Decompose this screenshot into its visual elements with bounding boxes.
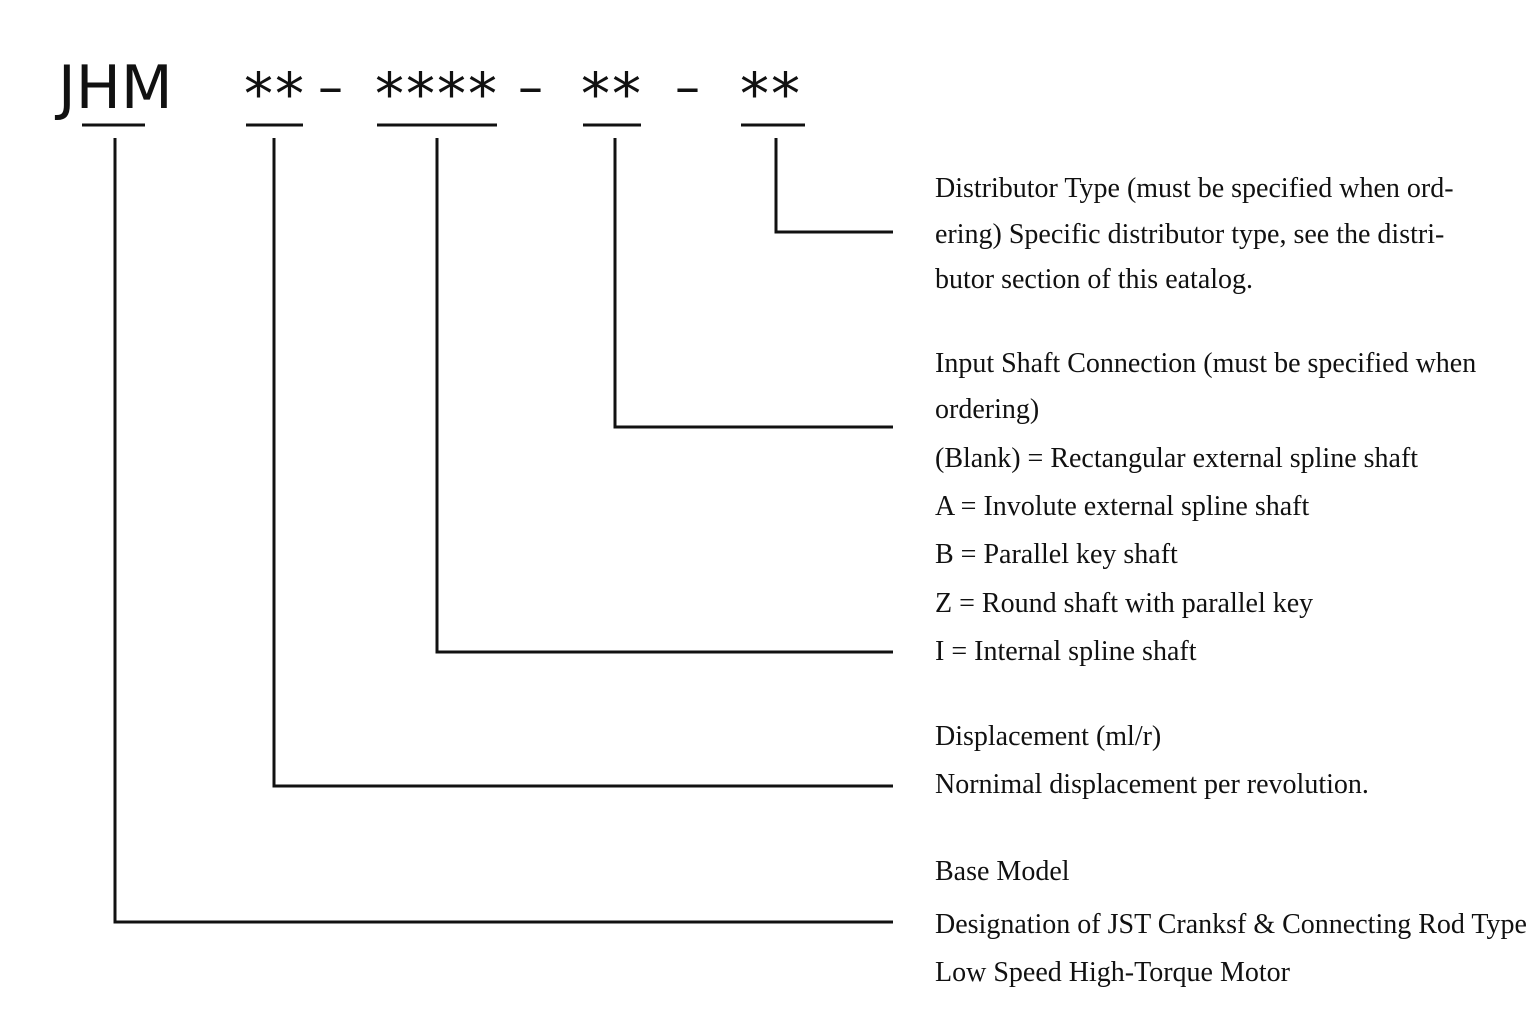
leader-shaft	[435, 138, 893, 654]
leader-input	[613, 138, 893, 429]
input-shaft-line: A = Involute external spline shaft	[935, 491, 1310, 522]
code-base: JHM	[58, 53, 173, 123]
base-model-line: Base Model	[935, 856, 1070, 887]
code-distributor: **	[740, 60, 802, 128]
input-shaft-line: Z = Round shaft with parallel key	[935, 588, 1314, 619]
distributor-line: ering) Specific distributor type, see th…	[935, 219, 1445, 250]
base-model-line: Designation of JST Cranksf & Connecting …	[935, 909, 1527, 940]
leader-distributor	[774, 138, 893, 234]
displacement-line: Displacement (ml/r)	[935, 721, 1162, 752]
code-displacement: **	[244, 60, 306, 128]
base-model-line: Low Speed High-Torque Motor	[935, 957, 1290, 988]
input-shaft-line: B = Parallel key shaft	[935, 539, 1178, 570]
input-shaft-line: Input Shaft Connection (must be specifie…	[935, 348, 1477, 379]
separator: –	[318, 58, 343, 116]
leader-displacement	[272, 138, 893, 788]
displacement-line: Nornimal displacement per revolution.	[935, 769, 1369, 800]
distributor-line: butor section of this eatalog.	[935, 264, 1254, 295]
separator: –	[518, 58, 543, 116]
input-shaft-line: I = Internal spline shaft	[935, 636, 1197, 667]
code-shaft: ****	[375, 60, 499, 128]
input-shaft-line: (Blank) = Rectangular external spline sh…	[935, 443, 1419, 474]
distributor-line: Distributor Type (must be specified when…	[935, 173, 1454, 204]
leader-base	[113, 138, 893, 924]
code-input: **	[581, 60, 643, 128]
separator: –	[675, 58, 700, 116]
input-shaft-line: ordering)	[935, 394, 1040, 425]
